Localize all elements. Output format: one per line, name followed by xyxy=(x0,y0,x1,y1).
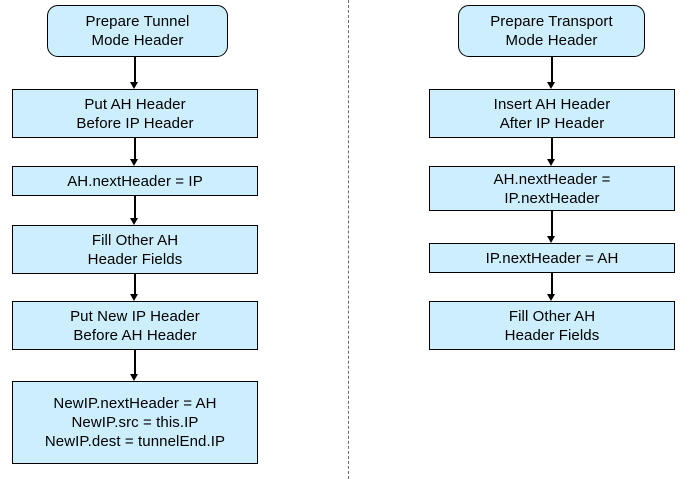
node-line: Mode Header xyxy=(91,32,184,49)
arrow-shaft xyxy=(551,57,553,82)
arrow-shaft xyxy=(134,274,136,294)
node-line: After IP Header xyxy=(499,114,605,132)
arrow-head-icon xyxy=(547,82,556,89)
node-line: AH.nextHeader = IP xyxy=(67,172,203,190)
node-line: Before AH Header xyxy=(73,326,197,344)
node-tunnel-put-ah-header[interactable]: Put AH Header Before IP Header xyxy=(12,89,258,138)
arrow-head-icon xyxy=(547,159,556,166)
arrow-head-icon xyxy=(547,236,556,243)
node-tunnel-start[interactable]: Prepare Tunnel Mode Header xyxy=(47,5,228,57)
arrow-shaft xyxy=(134,138,136,159)
node-line: Header Fields xyxy=(87,250,183,268)
arrow-shaft xyxy=(551,138,553,159)
column-divider xyxy=(348,0,349,479)
node-line: AH.nextHeader = xyxy=(493,170,611,188)
node-line: NewIP.nextHeader = AH xyxy=(53,395,217,412)
node-transport-fill-other-ah[interactable]: Fill Other AH Header Fields xyxy=(429,301,675,350)
node-line: IP.nextHeader = AH xyxy=(485,249,619,267)
node-line: Fill Other AH xyxy=(508,307,596,325)
node-line: Before IP Header xyxy=(76,114,194,132)
node-transport-start[interactable]: Prepare Transport Mode Header xyxy=(458,5,645,57)
node-line: Header Fields xyxy=(504,326,600,344)
node-transport-ip-nextheader[interactable]: IP.nextHeader = AH xyxy=(429,243,675,273)
arrow-head-icon xyxy=(130,159,139,166)
node-line: NewIP.dest = tunnelEnd.IP xyxy=(44,433,226,450)
node-transport-insert-ah-header[interactable]: Insert AH Header After IP Header xyxy=(429,89,675,138)
node-line: Prepare Tunnel xyxy=(85,13,190,30)
node-line: Put New IP Header xyxy=(70,307,200,325)
arrow-head-icon xyxy=(547,294,556,301)
node-line: NewIP.src = this.IP xyxy=(71,414,199,431)
node-line: Mode Header xyxy=(505,32,598,49)
arrow-head-icon xyxy=(130,218,139,225)
arrow-shaft xyxy=(551,273,553,294)
arrow-head-icon xyxy=(130,82,139,89)
node-transport-ah-nextheader[interactable]: AH.nextHeader = IP.nextHeader xyxy=(429,166,675,211)
node-tunnel-ah-nextheader[interactable]: AH.nextHeader = IP xyxy=(12,166,258,196)
node-line: Fill Other AH xyxy=(91,231,179,249)
node-tunnel-put-new-ip-header[interactable]: Put New IP Header Before AH Header xyxy=(12,301,258,350)
arrow-shaft xyxy=(134,196,136,218)
arrow-shaft xyxy=(551,211,553,236)
arrow-shaft xyxy=(134,57,136,82)
node-line: IP.nextHeader xyxy=(504,189,600,207)
node-line: Put AH Header xyxy=(84,95,186,113)
arrow-shaft xyxy=(134,350,136,374)
node-tunnel-fill-other-ah[interactable]: Fill Other AH Header Fields xyxy=(12,225,258,274)
arrow-head-icon xyxy=(130,374,139,381)
node-line: Prepare Transport xyxy=(490,13,613,30)
node-line: Insert AH Header xyxy=(493,95,611,113)
node-tunnel-newip-fields[interactable]: NewIP.nextHeader = AH NewIP.src = this.I… xyxy=(12,381,258,464)
arrow-head-icon xyxy=(130,294,139,301)
